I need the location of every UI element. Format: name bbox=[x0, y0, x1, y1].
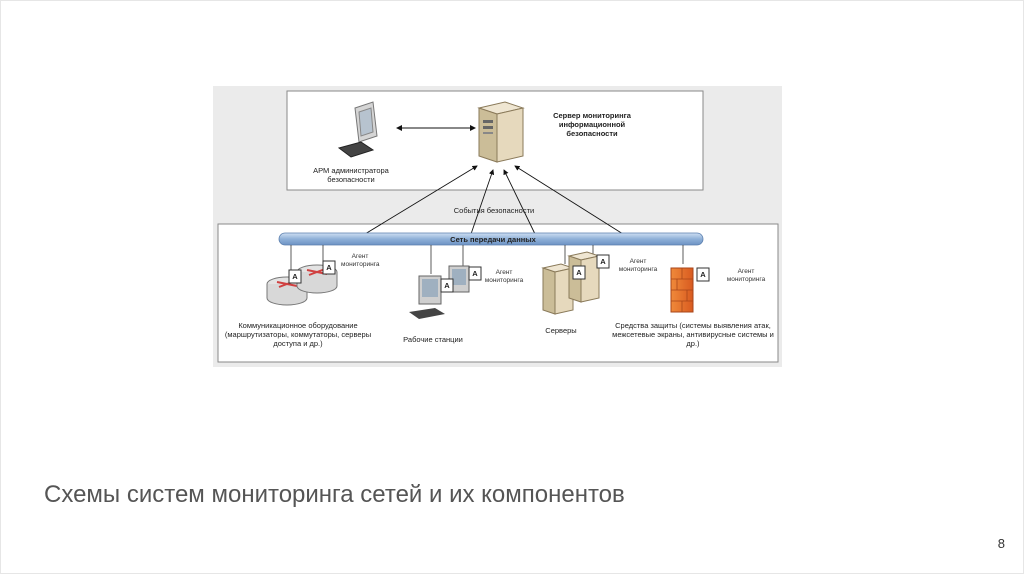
security-tools-label: Средства защиты (системы выявления атак,… bbox=[612, 321, 774, 348]
network-monitoring-diagram: A A A A A A A Сервер мониторинга информа… bbox=[213, 86, 782, 367]
agent-badge bbox=[572, 265, 586, 280]
comm-equipment-label: Коммуникационное оборудование (маршрутиз… bbox=[224, 321, 372, 348]
server-label: Сервер мониторинга информационной безопа… bbox=[553, 111, 631, 138]
agent-badge-letter: A bbox=[600, 257, 606, 266]
agent-badge bbox=[596, 254, 610, 269]
agent-badge bbox=[468, 266, 482, 281]
agent-badge bbox=[696, 267, 710, 282]
agent-badge bbox=[440, 278, 454, 293]
slide-title: Схемы систем мониторинга сетей и их комп… bbox=[44, 481, 625, 508]
agent-label: Агент мониторинга bbox=[341, 253, 380, 268]
agent-label: Агент мониторинга bbox=[618, 258, 658, 273]
agent-badge-letter: A bbox=[700, 270, 706, 279]
workstation-icon bbox=[409, 275, 445, 319]
diagram-graphics bbox=[217, 90, 779, 363]
page-number: 8 bbox=[997, 536, 1005, 551]
agent-badge-letter: A bbox=[576, 268, 582, 277]
admin-workstation-icon bbox=[337, 101, 378, 158]
agent-badge-letter: A bbox=[292, 272, 298, 281]
events-label: События безопасности bbox=[453, 206, 535, 215]
agent-badge-letter: A bbox=[472, 269, 478, 278]
workstations-label: Рабочие станции bbox=[403, 335, 463, 344]
agent-label: Агент мониторинга bbox=[484, 269, 524, 284]
agent-badge bbox=[322, 260, 336, 275]
firewall-icon bbox=[670, 267, 694, 313]
monitoring-server-icon bbox=[477, 101, 525, 163]
agent-badge-letter: A bbox=[326, 263, 332, 272]
network-bar bbox=[278, 232, 704, 246]
network-label: Сеть передачи данных bbox=[450, 235, 536, 244]
agent-label: Агент мониторинга bbox=[726, 268, 766, 283]
servers-label: Серверы bbox=[545, 326, 577, 335]
agent-badge-letter: A bbox=[444, 281, 450, 290]
agent-badge bbox=[288, 269, 302, 284]
admin-label: АРМ администратора безопасности bbox=[313, 166, 389, 184]
